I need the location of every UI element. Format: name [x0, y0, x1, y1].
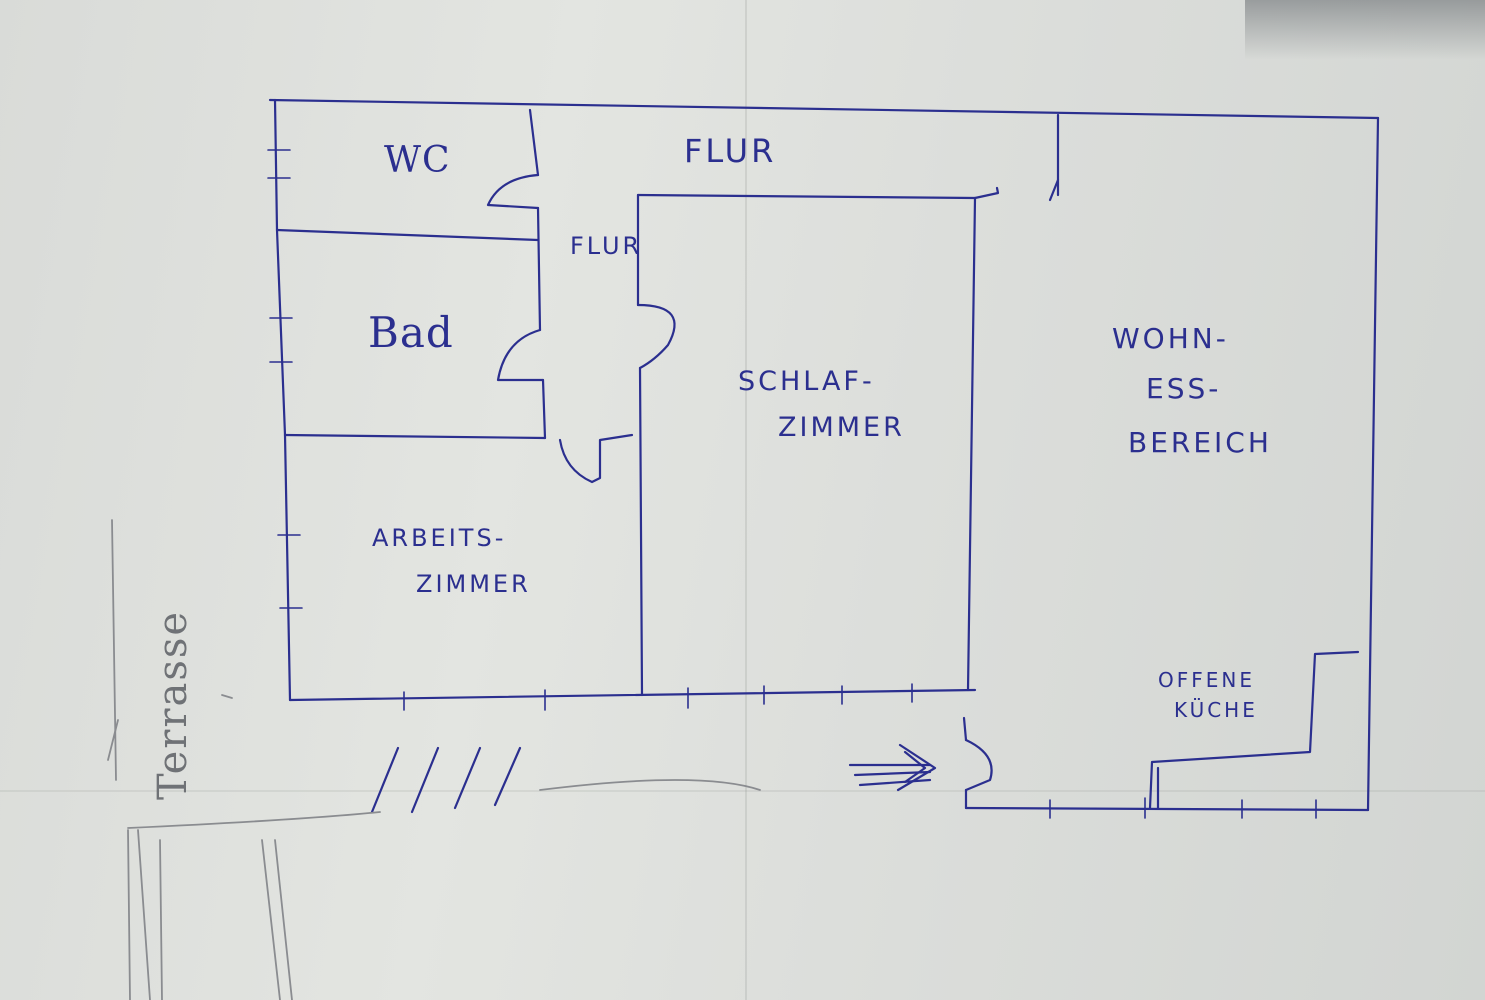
room-label-wohn-line3: BEREICH [1128, 426, 1272, 459]
room-label-kueche-line1: OFFENE [1158, 668, 1255, 692]
room-label-schlafzimmer-line2: ZIMMER [778, 412, 905, 443]
kitchen-counter [1148, 650, 1360, 810]
room-label-kueche-line2: KÜCHE [1174, 698, 1258, 722]
room-label-flur-small: FLUR [570, 232, 643, 260]
paper-fold-horizontal [0, 790, 1485, 792]
room-label-schlafzimmer-line1: SCHLAF- [738, 366, 875, 397]
terrace-label: Terrasse [150, 609, 196, 800]
room-label-bad: Bad [368, 308, 454, 357]
window-tick-icon [267, 149, 1317, 819]
terrace-hatch-icon [370, 746, 522, 814]
room-label-wohn-line1: WOHN- [1112, 322, 1229, 355]
room-label-arbeitszimmer-line1: ARBEITS- [372, 524, 507, 552]
room-label-wohn-line2: ESS- [1146, 372, 1222, 405]
door-swing-icon [486, 173, 1060, 792]
paper-fold-vertical [745, 0, 747, 1000]
terrace-pencil-sketch [107, 519, 761, 1000]
interior-walls [275, 108, 1060, 810]
corner-shadow [1245, 0, 1485, 60]
room-label-flur-top: FLUR [684, 132, 777, 170]
entrance-arrow-icon [848, 743, 937, 792]
room-label-arbeitszimmer-line2: ZIMMER [416, 570, 531, 598]
room-label-wc: WC [384, 140, 451, 181]
